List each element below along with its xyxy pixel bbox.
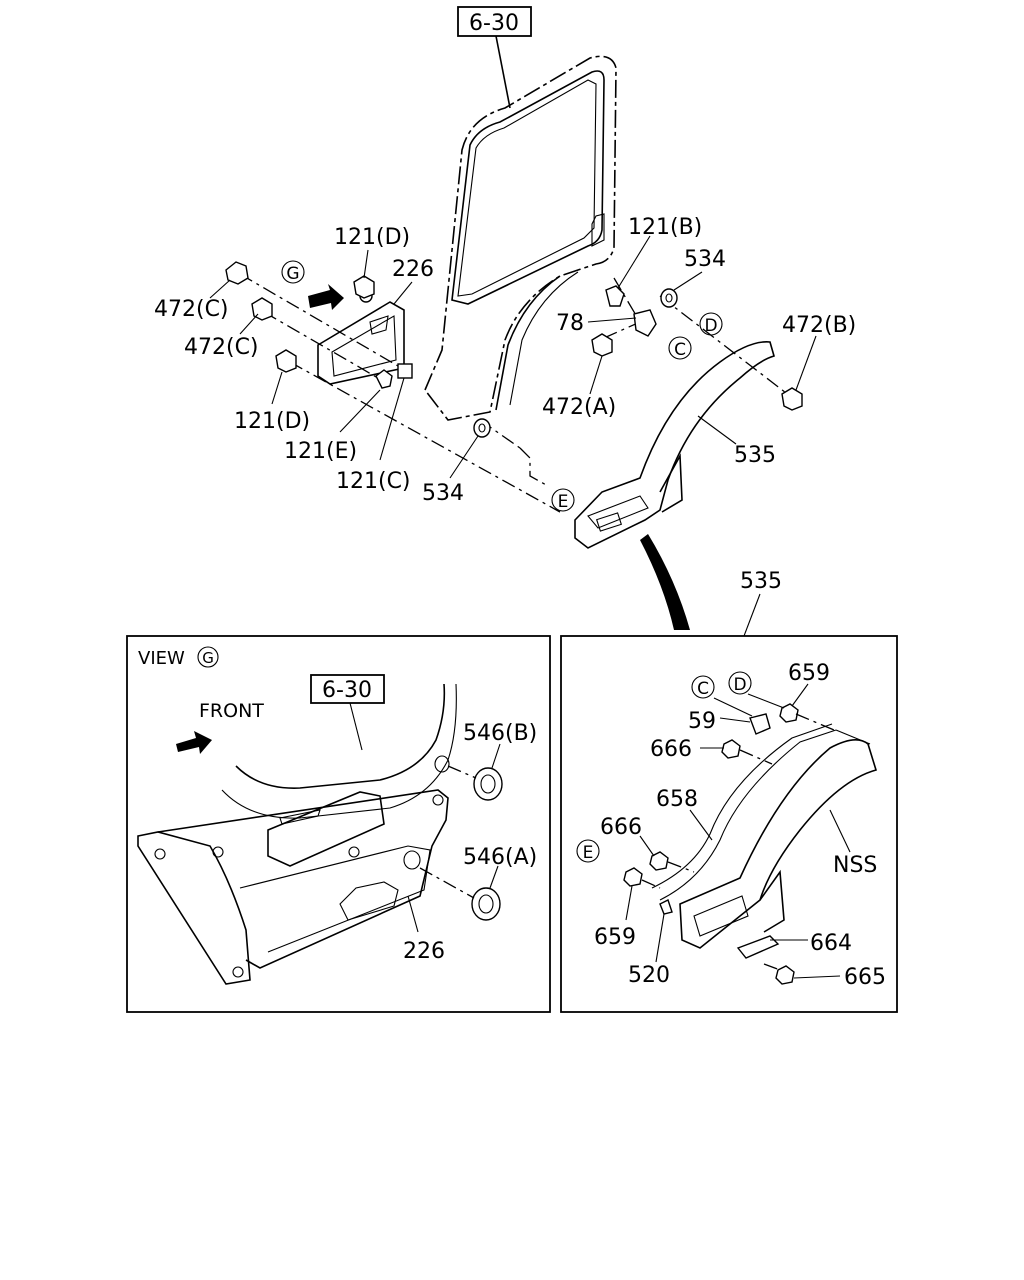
view-g-title: VIEW [138,648,185,669]
bolt-472b [781,387,803,411]
bolt-659-top [779,703,799,723]
grommet-546b [473,767,503,801]
screw-665 [775,965,795,985]
label-546b: 546(B) [463,721,537,746]
clip-520 [659,899,673,915]
bracket-226 [317,289,405,385]
washer-534-top [660,288,678,308]
detail-535-frame [560,635,898,1013]
label-665: 665 [844,965,886,990]
view-g-ref-box [310,674,385,704]
washer-534-bot [473,418,491,438]
bolt-472a [591,333,613,357]
svg-text:C: C [697,679,709,699]
nut-666-a [721,739,741,759]
clip-121e [375,369,393,389]
view-g-frame [126,635,551,1013]
front-label: FRONT [199,700,264,722]
label-535-top: 535 [734,443,776,468]
label-121e: 121(E) [284,439,357,464]
nut-666-b [649,851,669,871]
label-121b: 121(B) [628,215,702,240]
view-g-panel: VIEW G 6-30 FRONT [126,635,551,1013]
label-658: 658 [656,787,698,812]
label-121d-bot: 121(D) [234,409,310,434]
label-226-top: 226 [392,257,434,282]
label-546a: 546(A) [463,845,537,870]
top-ref-box [457,6,532,37]
label-472c-b: 472(C) [184,335,259,360]
view-g-ref-label: 6-30 [322,678,372,703]
label-659-top: 659 [788,661,830,686]
bolt-121d-bot [275,349,297,373]
grommet-546a [471,887,501,921]
svg-text:D: D [733,675,746,695]
svg-text:E: E [583,843,594,863]
label-59: 59 [688,709,716,734]
label-666-b: 666 [600,815,642,840]
detail-circle-e: E [576,839,600,863]
top-assembly: 6-30 [154,6,856,630]
label-534-bot: 534 [422,481,464,506]
label-520: 520 [628,963,670,988]
svg-text:C: C [674,340,686,360]
detail-535-header: 535 [740,569,782,594]
svg-text:G: G [286,264,299,284]
view-g-arrow [308,284,344,310]
front-arrow-icon [176,731,212,754]
label-664: 664 [810,931,852,956]
label-121d-top: 121(D) [334,225,410,250]
label-472b: 472(B) [782,313,856,338]
door-panel [424,55,617,421]
top-ref-label: 6-30 [469,11,519,36]
clip-59 [749,713,771,735]
svg-text:D: D [704,316,717,336]
detail-circle-d: D [728,671,752,695]
bolt-472c-a [225,261,249,285]
label-666-a: 666 [650,737,692,762]
clip-121c [397,363,413,379]
detail-pointer [640,534,690,630]
label-659-bot: 659 [594,925,636,950]
fender-lamp [595,512,623,532]
label-nss: NSS [833,853,877,878]
bolt-121d-top [353,275,375,299]
label-78: 78 [556,311,584,336]
fender-535 [574,341,775,549]
bolt-659-bot [623,867,643,887]
circle-mark-d: D [699,312,723,336]
detail-535-panel: 535 [560,569,898,1013]
detail-circle-c: C [691,675,715,699]
lamp-664 [736,935,780,959]
label-472c-a: 472(C) [154,297,229,322]
label-121c: 121(C) [336,469,411,494]
label-226-view: 226 [403,939,445,964]
svg-text:G: G [202,649,214,667]
label-534-top: 534 [684,247,726,272]
clip-121b [605,285,625,307]
view-g-title-mark: G [197,646,219,668]
circle-mark-g: G [281,260,305,284]
circle-mark-e: E [551,488,575,512]
retainer-78 [633,309,657,337]
circle-mark-c: C [668,336,692,360]
svg-text:E: E [558,492,569,512]
label-472a: 472(A) [542,395,616,420]
top-ref-leader [495,35,511,109]
